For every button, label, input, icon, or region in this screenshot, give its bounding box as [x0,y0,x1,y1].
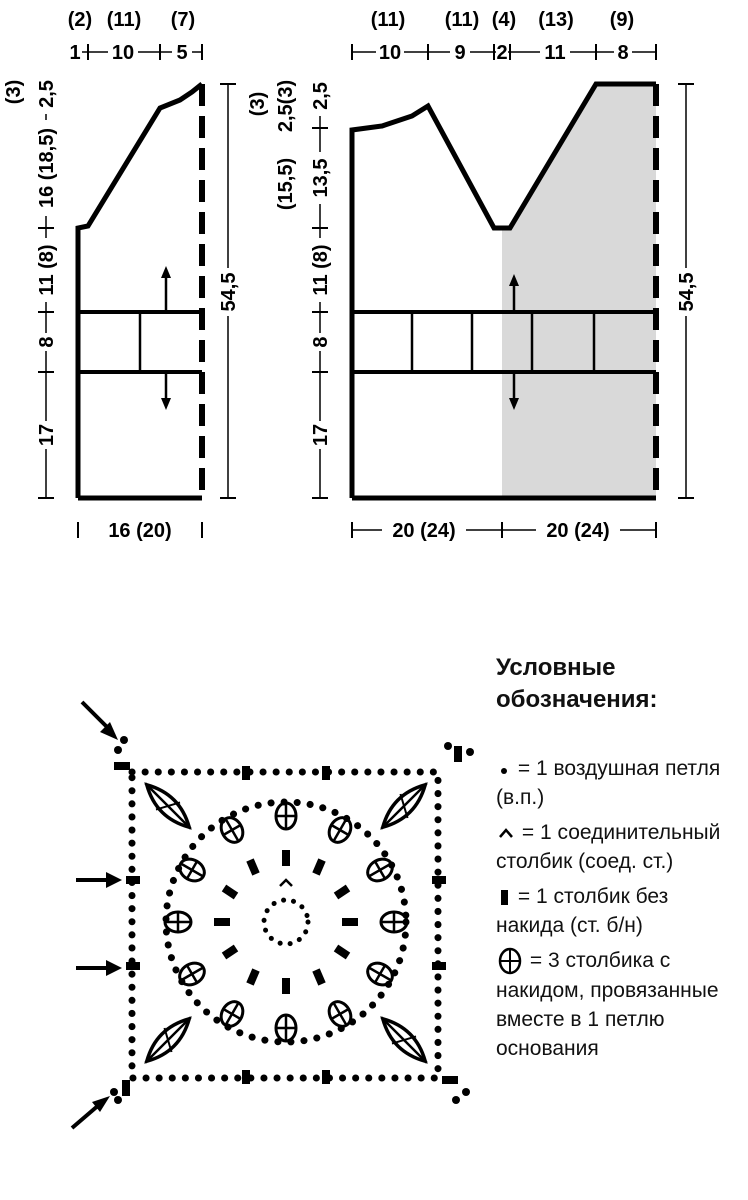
front-top-2: 9 [454,42,465,64]
legend: Условные обозначения: = 1 воздушная петл… [496,652,741,1063]
back-top-2: 10 [112,42,134,64]
front-top-alt-2: (11) [445,9,479,31]
front-top-alt-3: (4) [492,9,516,31]
slip-stitch-icon [279,878,293,887]
back-piece-schematic: (2) (11) (7) 1 10 5 (3) 2,5 16 (18,5) 11… [3,9,240,542]
sc-ring [214,850,358,994]
front-left-6: 11 (8) [310,244,332,295]
back-top-alt-3: (7) [171,9,195,31]
front-left-8: 17 [310,424,332,446]
dash-icon [501,890,508,906]
back-top-alt-2: (11) [107,9,141,31]
legend-text-slip: = 1 соединительный столбик (соед. ст.) [496,821,721,873]
crochet-motif-chart [70,700,474,1130]
caret-icon [499,828,513,839]
front-left-1: (3) [247,92,269,116]
arrow-icon [76,872,122,888]
front-height: 54,5 [676,273,698,312]
legend-item-cluster: = 3 столбика с накидом, провязанные вмес… [496,946,741,1063]
legend-item-chain: = 1 воздушная петля (в.п.) [496,754,741,812]
corner-leaf [135,773,201,839]
legend-text-sc: = 1 столбик без накида (ст. б/н) [496,885,669,937]
legend-text-cluster: = 3 столбика с накидом, провязанные вмес… [496,949,719,1061]
back-top-alt-1: (2) [68,9,92,31]
front-left-3: 2,5 [310,82,332,110]
back-height: 54,5 [218,273,240,312]
front-top-4: 11 [544,42,565,64]
front-top-1: 10 [379,42,401,64]
back-left-3: 16 (18,5) [36,128,58,208]
cluster-icon [498,948,522,975]
outer-chain-square [128,768,442,1082]
front-width-left: 20 (24) [392,520,455,542]
front-width-right: 20 (24) [546,520,609,542]
arrow-icon [76,960,122,976]
front-top-alt-5: (9) [610,9,634,31]
front-piece-schematic: (11) (11) (4) (13) (9) 10 9 2 11 8 (3) 2… [247,9,698,542]
back-width: 16 (20) [108,520,171,542]
back-top-1: 1 [69,42,80,64]
legend-title: Условные обозначения: [496,654,658,713]
front-top-5: 8 [617,42,628,64]
start-arrow-icon [80,700,118,740]
center-ring [261,897,311,947]
front-left-2: 2,5(3) [275,80,297,132]
chain-circle [162,798,410,1046]
back-top-3: 5 [176,42,187,64]
front-top-alt-1: (11) [371,9,405,31]
dot-icon [501,768,507,775]
shaded-area [502,84,656,498]
front-top-3: 2 [496,42,507,64]
arrow-icon [70,1096,110,1130]
front-left-7: 8 [310,336,332,347]
legend-text-chain: = 1 воздушная петля (в.п.) [496,757,721,809]
back-left-6: 17 [36,424,58,446]
back-left-1: (3) [3,80,25,104]
legend-item-slip: = 1 соединительный столбик (соед. ст.) [496,818,741,876]
back-left-5: 8 [36,336,58,347]
front-top-alt-4: (13) [538,9,574,31]
back-left-4: 11 (8) [36,244,58,295]
back-left-2: 2,5 [36,80,58,108]
front-left-5: 13,5 [310,159,332,198]
front-outline [349,81,656,498]
back-outline [75,82,204,498]
legend-item-sc: = 1 столбик без накида (ст. б/н) [496,882,741,940]
outer-sc-dashes [114,746,462,1096]
cluster-icon [273,800,299,832]
front-left-4: (15,5) [275,158,297,210]
